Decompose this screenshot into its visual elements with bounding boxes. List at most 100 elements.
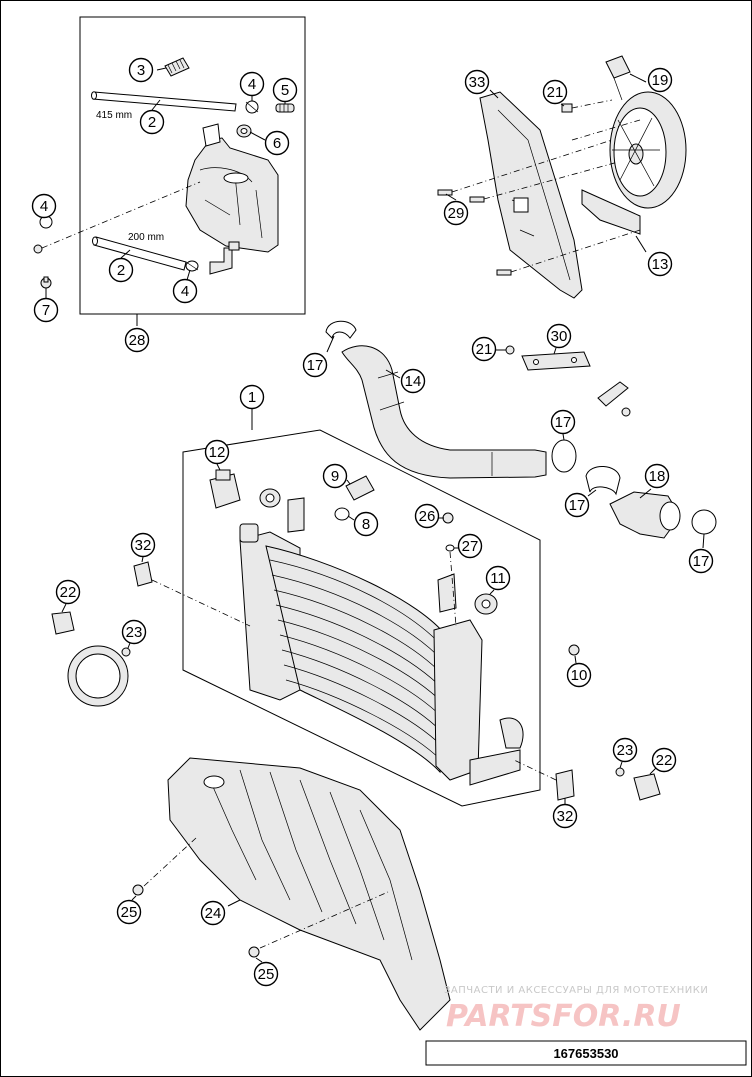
fan-screws [437, 99, 641, 276]
callout-leader [560, 103, 565, 107]
callout-21a: 21 [542, 79, 568, 105]
callout-number: 6 [273, 135, 281, 152]
callout-number: 32 [557, 808, 574, 825]
callout-17a: 17 [302, 352, 328, 378]
callout-29: 29 [443, 200, 469, 226]
radiator-grommet-left [259, 488, 281, 508]
callout-14: 14 [400, 368, 426, 394]
callout-leader [186, 269, 191, 281]
callout-32a: 32 [130, 532, 156, 558]
callout-number: 17 [693, 553, 710, 570]
callout-circle [172, 278, 198, 304]
drain-washer [445, 544, 457, 627]
callout-33: 33 [464, 69, 490, 95]
expansion-tank-kit-group: 415 mm 200 mm [33, 16, 306, 315]
callout-number: 33 [469, 74, 486, 91]
callout-17b: 17 [550, 409, 576, 435]
callout-30: 30 [546, 323, 572, 349]
radiator-group-frame [182, 406, 541, 807]
expansion-tank [185, 123, 279, 253]
callout-circle [253, 961, 279, 987]
callout-number: 22 [60, 584, 77, 601]
callout-2b: 2 [108, 257, 134, 283]
callout-leader [574, 655, 577, 664]
callout-circle [644, 463, 670, 489]
callout-number: 17 [307, 357, 324, 374]
callout-number: 24 [205, 905, 222, 922]
callout-circle [566, 662, 592, 688]
callout-22a: 22 [55, 579, 81, 605]
callout-circle [124, 327, 150, 353]
screw-left [33, 181, 201, 254]
hose-clamp-upper [245, 100, 259, 114]
fan-bracket [581, 189, 641, 235]
callout-5: 5 [272, 77, 298, 103]
callout-circle [31, 193, 57, 219]
callout-26: 26 [414, 503, 440, 529]
callout-4a: 4 [239, 71, 265, 97]
callout-leader [562, 433, 565, 441]
callout-leader [587, 489, 597, 497]
callout-23a: 23 [121, 619, 147, 645]
callout-number: 10 [571, 667, 588, 684]
callout-circle [33, 297, 59, 323]
radiator-fan [605, 55, 687, 209]
radiator [239, 497, 524, 786]
radiator-hose-upper [341, 345, 547, 479]
callout-leader [489, 89, 499, 99]
callout-circle [471, 336, 497, 362]
callout-11: 11 [485, 565, 511, 591]
callout-1: 1 [239, 384, 265, 410]
callout-number: 17 [555, 414, 572, 431]
callout-number: 25 [258, 966, 275, 983]
callout-circle [139, 109, 165, 135]
callout-number: 3 [137, 62, 145, 79]
callout-6: 6 [264, 130, 290, 156]
callout-circle [550, 409, 576, 435]
callout-number: 5 [281, 82, 289, 99]
callout-18: 18 [644, 463, 670, 489]
callout-leader [120, 249, 131, 259]
callout-number: 23 [617, 742, 634, 759]
callout-number: 28 [129, 332, 146, 349]
callout-number: 2 [117, 262, 125, 279]
tank-cap [164, 57, 190, 77]
hose-long-length-label: 415 mm [96, 110, 132, 121]
callout-leader [385, 369, 401, 379]
rubber-buffer-left [51, 611, 131, 707]
callout-circle [108, 257, 134, 283]
callout-number: 30 [551, 328, 568, 345]
callout-number: 23 [126, 624, 143, 641]
callout-number: 25 [121, 904, 138, 921]
callout-13: 13 [647, 251, 673, 277]
callout-22b: 22 [651, 747, 677, 773]
callout-number: 21 [547, 84, 564, 101]
callout-leader [629, 73, 647, 83]
callout-number: 32 [135, 537, 152, 554]
callout-leader [347, 515, 355, 521]
callout-circle [400, 368, 426, 394]
callout-17d: 17 [688, 548, 714, 574]
diagram-number: 167653530 [553, 1046, 618, 1061]
callout-circle [264, 130, 290, 156]
callout-leader [131, 895, 137, 901]
callout-4b: 4 [31, 193, 57, 219]
overflow-hose-long [91, 91, 237, 112]
callout-circle [272, 77, 298, 103]
callout-leader [249, 131, 266, 141]
callout-number: 8 [362, 516, 370, 533]
callout-25b: 25 [253, 961, 279, 987]
callout-leader [141, 556, 144, 563]
hose-short-length-label: 200 mm [128, 232, 164, 243]
kit-frame [79, 16, 306, 315]
callout-24: 24 [200, 900, 226, 926]
callout-2a: 2 [139, 109, 165, 135]
screw-bottom-left [40, 276, 52, 289]
callout-leader [127, 642, 131, 649]
cable-tie-right [513, 759, 575, 801]
callout-leader [639, 488, 652, 499]
callout-circle [464, 69, 490, 95]
hose-clamp-b [551, 439, 577, 473]
screw-21b [505, 345, 515, 355]
radiator-guard [167, 757, 451, 1031]
